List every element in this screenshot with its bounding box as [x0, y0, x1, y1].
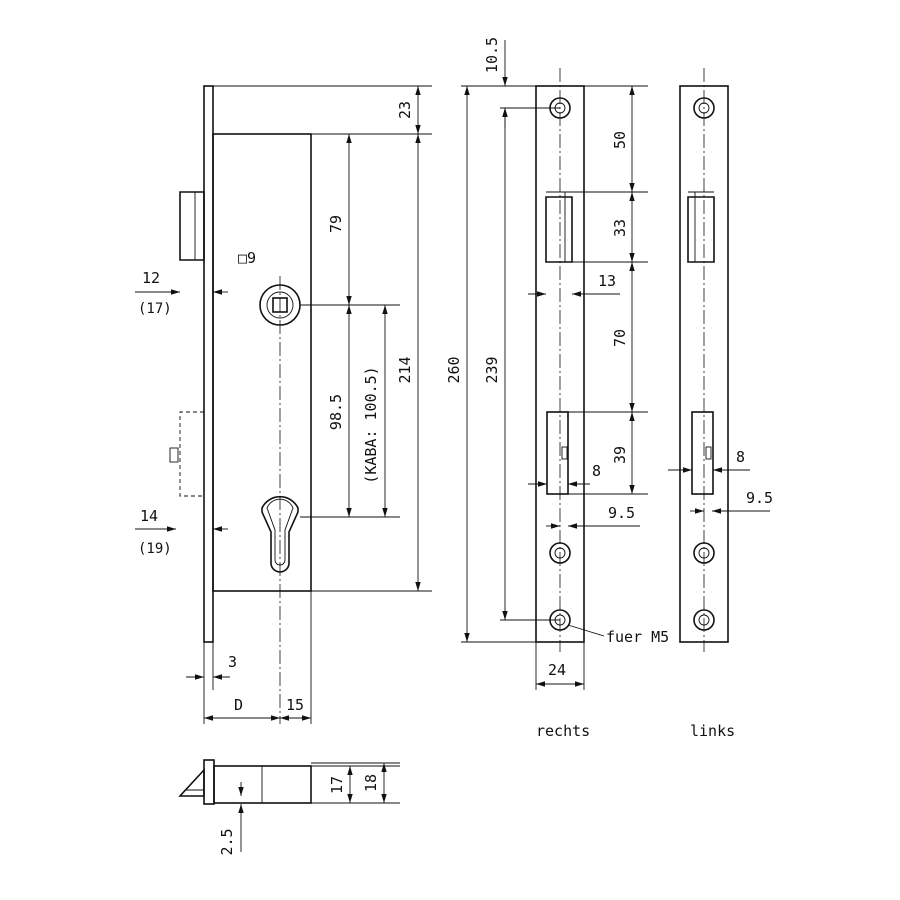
svg-text:98.5: 98.5: [327, 394, 345, 430]
svg-text:9.5: 9.5: [608, 504, 635, 522]
svg-text:260: 260: [445, 356, 463, 383]
svg-text:8: 8: [592, 462, 601, 480]
dimension-kaba: (KABA: 100.5): [362, 305, 388, 517]
dimension-239: 239: [483, 108, 508, 620]
svg-text:50: 50: [611, 131, 629, 149]
svg-text:12: 12: [142, 269, 160, 287]
dimension-24: 24: [536, 661, 584, 687]
view-label-rechts: rechts: [536, 722, 590, 740]
dimension-10-5: 10.5: [483, 37, 508, 128]
dimension-8-links: 8: [668, 448, 750, 473]
faceplate-rechts: [535, 68, 585, 652]
svg-text:D: D: [234, 696, 243, 714]
svg-text:33: 33: [611, 219, 629, 237]
screw-callout: fuer M5: [567, 624, 669, 646]
svg-text:17: 17: [328, 776, 346, 794]
case-body: [212, 133, 312, 592]
svg-text:18: 18: [362, 774, 380, 792]
svg-text:9.5: 9.5: [746, 489, 773, 507]
dimension-33: 33: [611, 192, 635, 262]
dead-bolt-hidden: [179, 411, 204, 497]
dimension-50: 50: [611, 86, 635, 192]
svg-text:(17): (17): [138, 301, 172, 317]
svg-text:8: 8: [736, 448, 745, 466]
dimension-39: 39: [611, 412, 635, 494]
dimension-23: 23: [396, 86, 421, 134]
dimension-13: 13: [528, 272, 620, 297]
bottom-dimensions: 3 D 15: [186, 591, 312, 724]
svg-text:15: 15: [286, 696, 304, 714]
dimension-8-rechts: 8: [528, 462, 601, 487]
svg-text:39: 39: [611, 446, 629, 464]
dimension-98-5: 98.5: [327, 305, 352, 517]
lock-case-front-view: [169, 85, 432, 724]
dimension-12: 12 (17): [135, 269, 228, 317]
view-label-links: links: [690, 722, 735, 740]
dimension-260: 260: [445, 86, 470, 642]
dimension-79: 79: [327, 134, 352, 305]
svg-text:70: 70: [611, 329, 629, 347]
svg-text:23: 23: [396, 101, 414, 119]
cylinder-cutout: [261, 495, 299, 573]
svg-text:3: 3: [228, 653, 237, 671]
svg-text:2.5: 2.5: [218, 828, 236, 855]
svg-text:13: 13: [598, 272, 616, 290]
svg-text:239: 239: [483, 356, 501, 383]
rechts-extension-lines: [461, 85, 648, 690]
svg-text:24: 24: [548, 661, 566, 679]
svg-text:10.5: 10.5: [483, 37, 501, 73]
svg-text:fuer M5: fuer M5: [606, 628, 669, 646]
spindle-square-label: □9: [238, 249, 256, 267]
faceplate-links: [679, 68, 729, 652]
dimension-9-5-rechts: 9.5: [546, 504, 640, 529]
section-view: 17 18 2.5: [178, 759, 400, 856]
faceplate: [203, 85, 214, 643]
dimension-214: 214: [396, 134, 421, 591]
latch-bolt: [179, 191, 205, 261]
dimension-9-5-links: 9.5: [690, 489, 773, 514]
svg-text:14: 14: [140, 507, 158, 525]
dimension-14: 14 (19): [135, 507, 228, 557]
svg-text:214: 214: [396, 356, 414, 383]
dimension-70: 70: [611, 262, 635, 412]
svg-text:79: 79: [327, 215, 345, 233]
svg-text:(19): (19): [138, 541, 172, 557]
svg-text:(KABA: 100.5): (KABA: 100.5): [362, 366, 380, 483]
